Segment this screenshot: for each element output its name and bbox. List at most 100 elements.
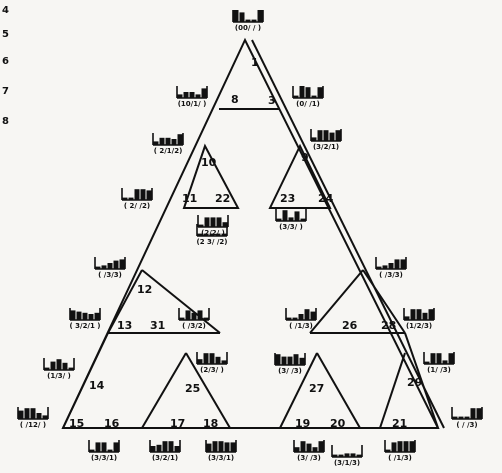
region-number: 16 [104,417,120,430]
histogram-bar [197,359,203,364]
histogram-glyph: ( /3/3) [375,257,407,279]
histogram-bar [128,197,134,200]
histogram-bar [344,453,350,457]
internal-lines [62,108,439,429]
histogram-bar [95,442,101,452]
histogram-bar [146,190,152,200]
histogram-bar [410,309,416,320]
histogram-bar [50,361,56,370]
histogram-bar [292,317,298,320]
histogram-label: (10/1/ ) [178,100,207,108]
histogram-bar [174,446,180,452]
histogram-bar [168,441,174,452]
region-number: 26 [342,319,358,332]
histogram-bar [310,311,316,320]
histogram-bar [257,10,263,22]
histogram-bar [287,356,293,365]
histogram-bar [294,447,300,452]
histogram-label: (0/ /1) [296,100,320,108]
histogram-bar [212,441,218,452]
histogram-bar [422,312,428,320]
histogram-bar [140,189,146,200]
histogram-bar [335,130,341,141]
histogram-bar [159,137,165,145]
histogram-bar [203,353,209,364]
histogram-bar [183,92,189,98]
histogram-bar [311,137,317,141]
histogram-bar [197,233,203,236]
histogram-bar [89,449,95,452]
histogram-glyph: (3/1/3) [331,445,363,467]
histogram-bar [24,408,30,419]
histogram-glyph: (1/ /3) [423,352,455,374]
region-number: 11 [182,192,197,205]
histogram-label: (3/3/1) [208,454,234,462]
histogram-label: (3/3/ ) [279,223,303,231]
histogram-label: ( /1/3) [289,322,313,330]
histogram-glyph: ( /1/3) [285,308,317,330]
histogram-glyph: (00/ / ) [232,10,264,32]
histogram-bar [388,263,394,269]
histogram-bar [221,360,227,364]
histogram-bar [44,367,50,370]
histogram-bar [338,454,344,457]
histogram-glyph: (3/3/ ) [275,209,307,231]
histogram-bar [275,354,281,365]
histogram-bar [185,310,191,320]
histogram-label: (00/ / ) [235,24,261,32]
histogram-bar [76,311,82,320]
histogram-bar [88,314,94,320]
histogram-glyph: ( 2/1/2) [152,133,184,155]
histogram-bar [189,92,195,98]
histogram-bar [476,408,482,419]
histogram-bar [299,86,305,98]
histogram-glyph: (3/2/1) [149,440,181,462]
histogram-bar [318,441,324,452]
histogram-label: ( /3/3) [379,271,403,279]
histogram-bar [305,87,311,98]
histogram-bar [203,233,209,236]
histogram-bar [464,416,470,419]
row-number: 8 [2,116,9,127]
histogram-label: ( /1/3) [388,454,412,462]
histogram-bar [197,310,203,320]
histogram-bar [448,353,454,364]
histogram-bar [70,310,76,320]
histogram-bar [101,265,107,269]
histogram-label: (2/3/ ) [200,366,224,374]
histogram-bar [165,137,171,145]
region-number: 18 [203,417,218,430]
histogram-bar [18,410,24,419]
histogram-label: ( /12/ ) [20,421,46,429]
histogram-bar [177,94,183,98]
histogram-glyph: ( /3/3) [94,257,126,279]
histogram-bar [218,441,224,452]
region-number: 19 [295,417,310,430]
histogram-label: (3/ /3) [278,367,302,375]
histogram-bar [403,441,409,452]
histogram-bar [113,260,119,269]
histogram-bar [95,266,101,269]
histogram-bar [222,222,228,227]
region-number: 3 [268,94,276,107]
region-number: 1 [251,56,259,69]
histogram-bar [56,359,62,370]
histogram-bar [394,259,400,269]
histogram-bar [298,314,304,320]
histogram-glyph-list: (00/ / ) (10/1/ ) (0/ /1) (3/2/1) ( 2/1/2) ( … [17,10,483,467]
histogram-bar [230,442,236,452]
histogram-label: (2/2/ ) [201,229,225,237]
histogram-bar [376,266,382,269]
histogram-label: ( /3/3) [98,271,122,279]
histogram-glyph: (10/1/ ) [176,86,208,108]
histogram-bar [436,353,442,364]
histogram-bar [404,316,410,320]
histogram-bar [68,367,74,370]
region-number: 23 [280,192,295,205]
histogram-bar [251,19,257,22]
region-number: 25 [185,382,200,395]
histogram-bar [156,444,162,452]
histogram-bar [239,12,245,22]
histogram-bar [288,217,294,221]
